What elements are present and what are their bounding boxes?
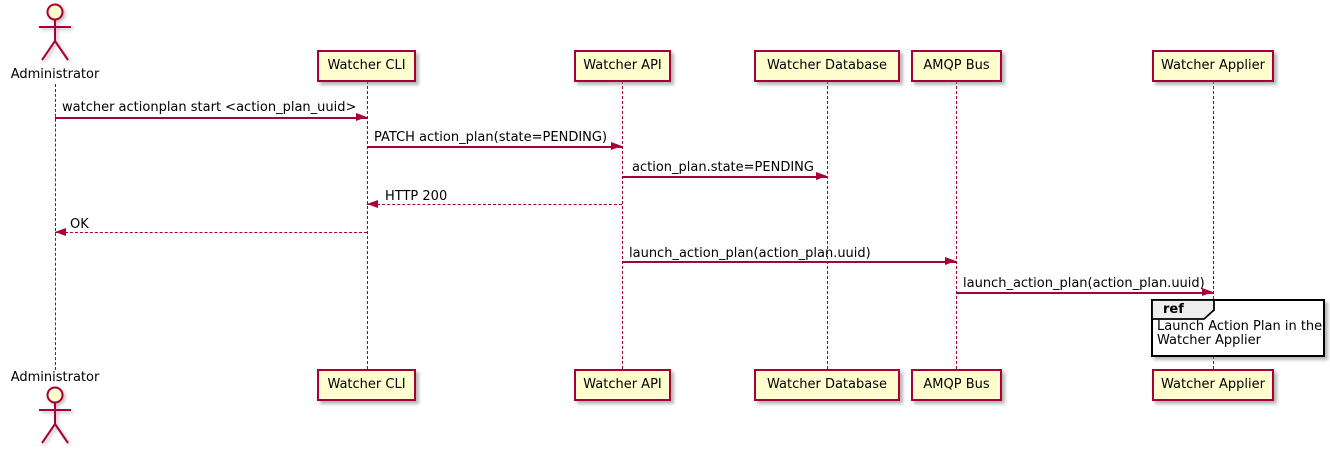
message-2-arrowhead-icon: [611, 142, 622, 150]
lifeline-watcher-cli: [367, 81, 368, 369]
message-2-line: [367, 146, 622, 148]
message-2-label: PATCH action_plan(state=PENDING): [374, 130, 608, 145]
actor-administrator-label-top: Administrator: [10, 67, 100, 82]
message-6-line: [622, 261, 956, 263]
lifeline-watcher-database: [827, 81, 828, 369]
lifeline-watcher-api: [622, 81, 623, 369]
message-4-label: HTTP 200: [385, 189, 448, 204]
message-7-line: [956, 292, 1213, 294]
lifeline-amqp-bus: [956, 81, 957, 369]
actor-administrator-figure-bottom: [37, 386, 73, 450]
message-5-line: [55, 232, 367, 233]
participant-amqp-bus-top: AMQP Bus: [911, 50, 1002, 82]
message-6-label: launch_action_plan(action_plan.uuid): [629, 246, 871, 261]
participant-watcher-api-top: Watcher API: [574, 50, 671, 82]
ref-text: Launch Action Plan in the Watcher Applie…: [1157, 320, 1322, 348]
participant-watcher-applier-top: Watcher Applier: [1152, 50, 1274, 82]
participant-amqp-bus-bottom: AMQP Bus: [911, 369, 1002, 401]
participant-watcher-cli-top: Watcher CLI: [317, 50, 416, 82]
participant-watcher-applier-bottom: Watcher Applier: [1152, 369, 1274, 401]
ref-fragment: ref Launch Action Plan in the Watcher Ap…: [1151, 299, 1325, 357]
participant-watcher-cli-bottom: Watcher CLI: [317, 369, 416, 401]
message-1-label: watcher actionplan start <action_plan_uu…: [62, 100, 357, 115]
message-6-arrowhead-icon: [945, 257, 956, 265]
message-1-arrowhead-icon: [356, 113, 367, 121]
actor-icon: [39, 386, 71, 444]
message-3-arrowhead-icon: [816, 172, 827, 180]
ref-text-line2: Watcher Applier: [1157, 333, 1261, 348]
message-4-line: [367, 204, 622, 205]
message-3-line: [622, 176, 827, 178]
message-1-line: [55, 117, 367, 119]
message-3-label: action_plan.state=PENDING: [632, 160, 814, 175]
message-5-arrowhead-icon: [55, 228, 66, 236]
message-4-arrowhead-icon: [367, 200, 378, 208]
message-5-label: OK: [70, 217, 89, 232]
lifeline-administrator: [55, 84, 56, 370]
actor-icon: [39, 3, 71, 61]
ref-text-line1: Launch Action Plan in the: [1157, 319, 1323, 334]
participant-watcher-database-bottom: Watcher Database: [754, 369, 900, 401]
actor-administrator-label-bottom: Administrator: [10, 370, 100, 385]
lifeline-watcher-applier: [1213, 81, 1214, 369]
participant-watcher-api-bottom: Watcher API: [574, 369, 671, 401]
message-7-arrowhead-icon: [1202, 288, 1213, 296]
ref-tab-shape: [1151, 299, 1215, 320]
ref-keyword: ref: [1163, 302, 1184, 317]
message-7-label: launch_action_plan(action_plan.uuid): [963, 276, 1205, 291]
participant-watcher-database-top: Watcher Database: [754, 50, 900, 82]
actor-administrator-figure-top: [37, 3, 73, 67]
